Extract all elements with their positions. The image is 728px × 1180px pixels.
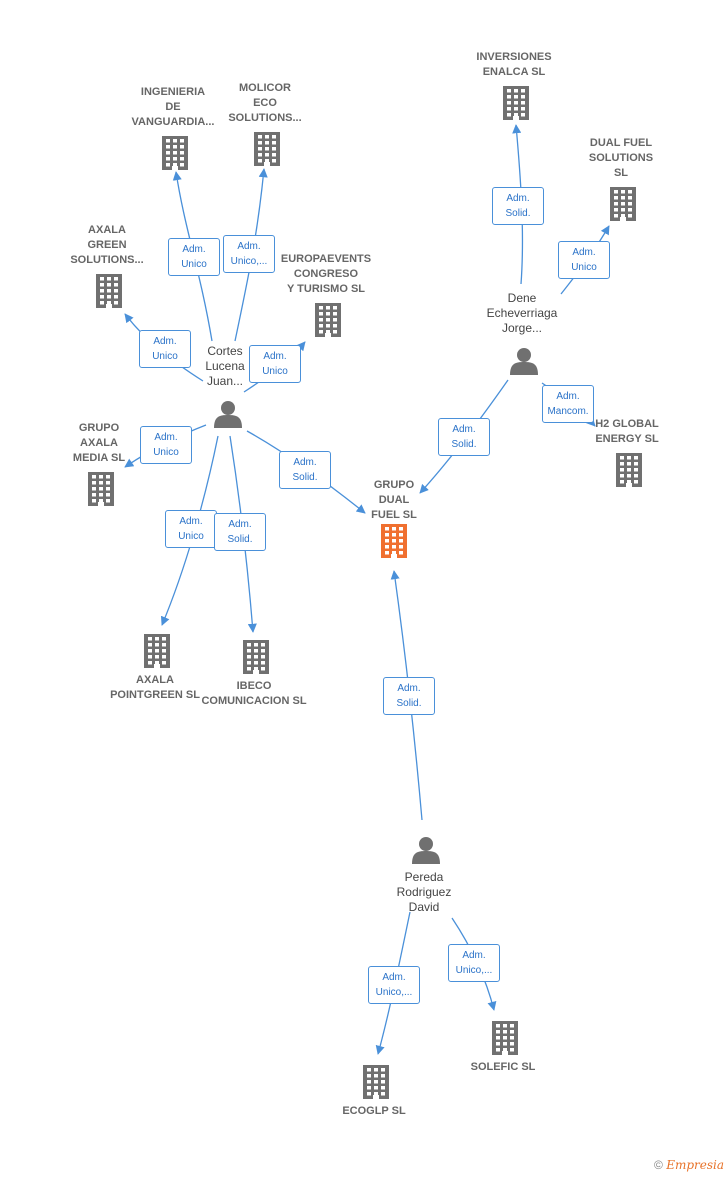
- building-icon-grupo-axala[interactable]: [88, 472, 114, 506]
- building-icon-solefic[interactable]: [492, 1021, 518, 1055]
- company-label-grupo-axala[interactable]: GRUPO AXALA MEDIA SL: [72, 422, 126, 464]
- building-icon-dual-fuel-solutions[interactable]: [610, 187, 636, 221]
- company-label-axala-pointgreen[interactable]: AXALA POINTGREEN SL: [110, 674, 200, 701]
- company-label-europaevents[interactable]: EUROPAEVENTS CONGRESO Y TURISMO SL: [280, 253, 372, 295]
- company-label-ingenieria[interactable]: INGENIERIA DE VANGUARDIA...: [131, 86, 215, 128]
- building-icon-ingenieria[interactable]: [162, 136, 188, 170]
- edge-label-cortes-to-axala-pointgreen[interactable]: Adm. Unico: [165, 510, 217, 548]
- building-icon-axala-green[interactable]: [96, 274, 122, 308]
- building-icon-ecoglp[interactable]: [363, 1065, 389, 1099]
- edge-label-cortes-to-grupo-dual-fuel[interactable]: Adm. Solid.: [279, 451, 331, 489]
- building-icon-europaevents[interactable]: [315, 303, 341, 337]
- company-label-ecoglp[interactable]: ECOGLP SL: [342, 1105, 406, 1117]
- person-label-dene[interactable]: Dene Echeverriaga Jorge...: [486, 291, 558, 335]
- edge-label-pereda-to-grupo-dual-fuel[interactable]: Adm. Solid.: [383, 677, 435, 715]
- building-icon-axala-pointgreen[interactable]: [144, 634, 170, 668]
- copyright-symbol: ©: [654, 1158, 663, 1172]
- edge-label-cortes-to-molicor[interactable]: Adm. Unico,...: [223, 235, 275, 273]
- company-label-axala-green[interactable]: AXALA GREEN SOLUTIONS...: [70, 224, 144, 266]
- building-icon-grupo-dual-fuel[interactable]: [381, 524, 407, 558]
- company-label-molicor[interactable]: MOLICOR ECO SOLUTIONS...: [228, 82, 302, 124]
- person-icon-cortes[interactable]: [214, 401, 242, 428]
- company-label-solefic[interactable]: SOLEFIC SL: [470, 1061, 536, 1073]
- person-label-pereda[interactable]: Pereda Rodriguez David: [396, 870, 452, 914]
- company-label-h2-global[interactable]: H2 GLOBAL ENERGY SL: [595, 418, 659, 445]
- nodes-layer: [88, 86, 642, 1099]
- edge-label-cortes-to-europaevents[interactable]: Adm. Unico: [249, 345, 301, 383]
- building-icon-ibeco[interactable]: [243, 640, 269, 674]
- company-label-dual-fuel-solutions[interactable]: DUAL FUEL SOLUTIONS SL: [588, 137, 654, 179]
- company-label-grupo-dual-fuel[interactable]: GRUPO DUAL FUEL SL: [371, 479, 417, 521]
- edge-label-dene-to-inversiones[interactable]: Adm. Solid.: [492, 187, 544, 225]
- person-label-cortes[interactable]: Cortes Lucena Juan...: [205, 344, 245, 388]
- person-icon-dene[interactable]: [510, 348, 538, 375]
- person-icon-pereda[interactable]: [412, 837, 440, 864]
- company-label-inversiones[interactable]: INVERSIONES ENALCA SL: [476, 51, 552, 78]
- edge-label-cortes-to-ibeco[interactable]: Adm. Solid.: [214, 513, 266, 551]
- edge-label-dene-to-grupo-dual-fuel[interactable]: Adm. Solid.: [438, 418, 490, 456]
- edge-label-pereda-to-solefic[interactable]: Adm. Unico,...: [448, 944, 500, 982]
- edge-label-cortes-to-axala-green[interactable]: Adm. Unico: [139, 330, 191, 368]
- building-icon-inversiones[interactable]: [503, 86, 529, 120]
- edge-label-cortes-to-ingenieria[interactable]: Adm. Unico: [168, 238, 220, 276]
- edge-label-cortes-to-grupo-axala[interactable]: Adm. Unico: [140, 426, 192, 464]
- footer-credit: © Empresia: [654, 1158, 724, 1172]
- building-icon-h2-global[interactable]: [616, 453, 642, 487]
- company-label-ibeco[interactable]: IBECO COMUNICACION SL: [201, 680, 307, 707]
- brand-logo-text: Empresia: [666, 1158, 724, 1172]
- building-icon-molicor[interactable]: [254, 132, 280, 166]
- edge-label-dene-to-dual-fuel-solutions[interactable]: Adm. Unico: [558, 241, 610, 279]
- edge-label-pereda-to-ecoglp[interactable]: Adm. Unico,...: [368, 966, 420, 1004]
- edge-label-dene-to-h2-global[interactable]: Adm. Mancom.: [542, 385, 594, 423]
